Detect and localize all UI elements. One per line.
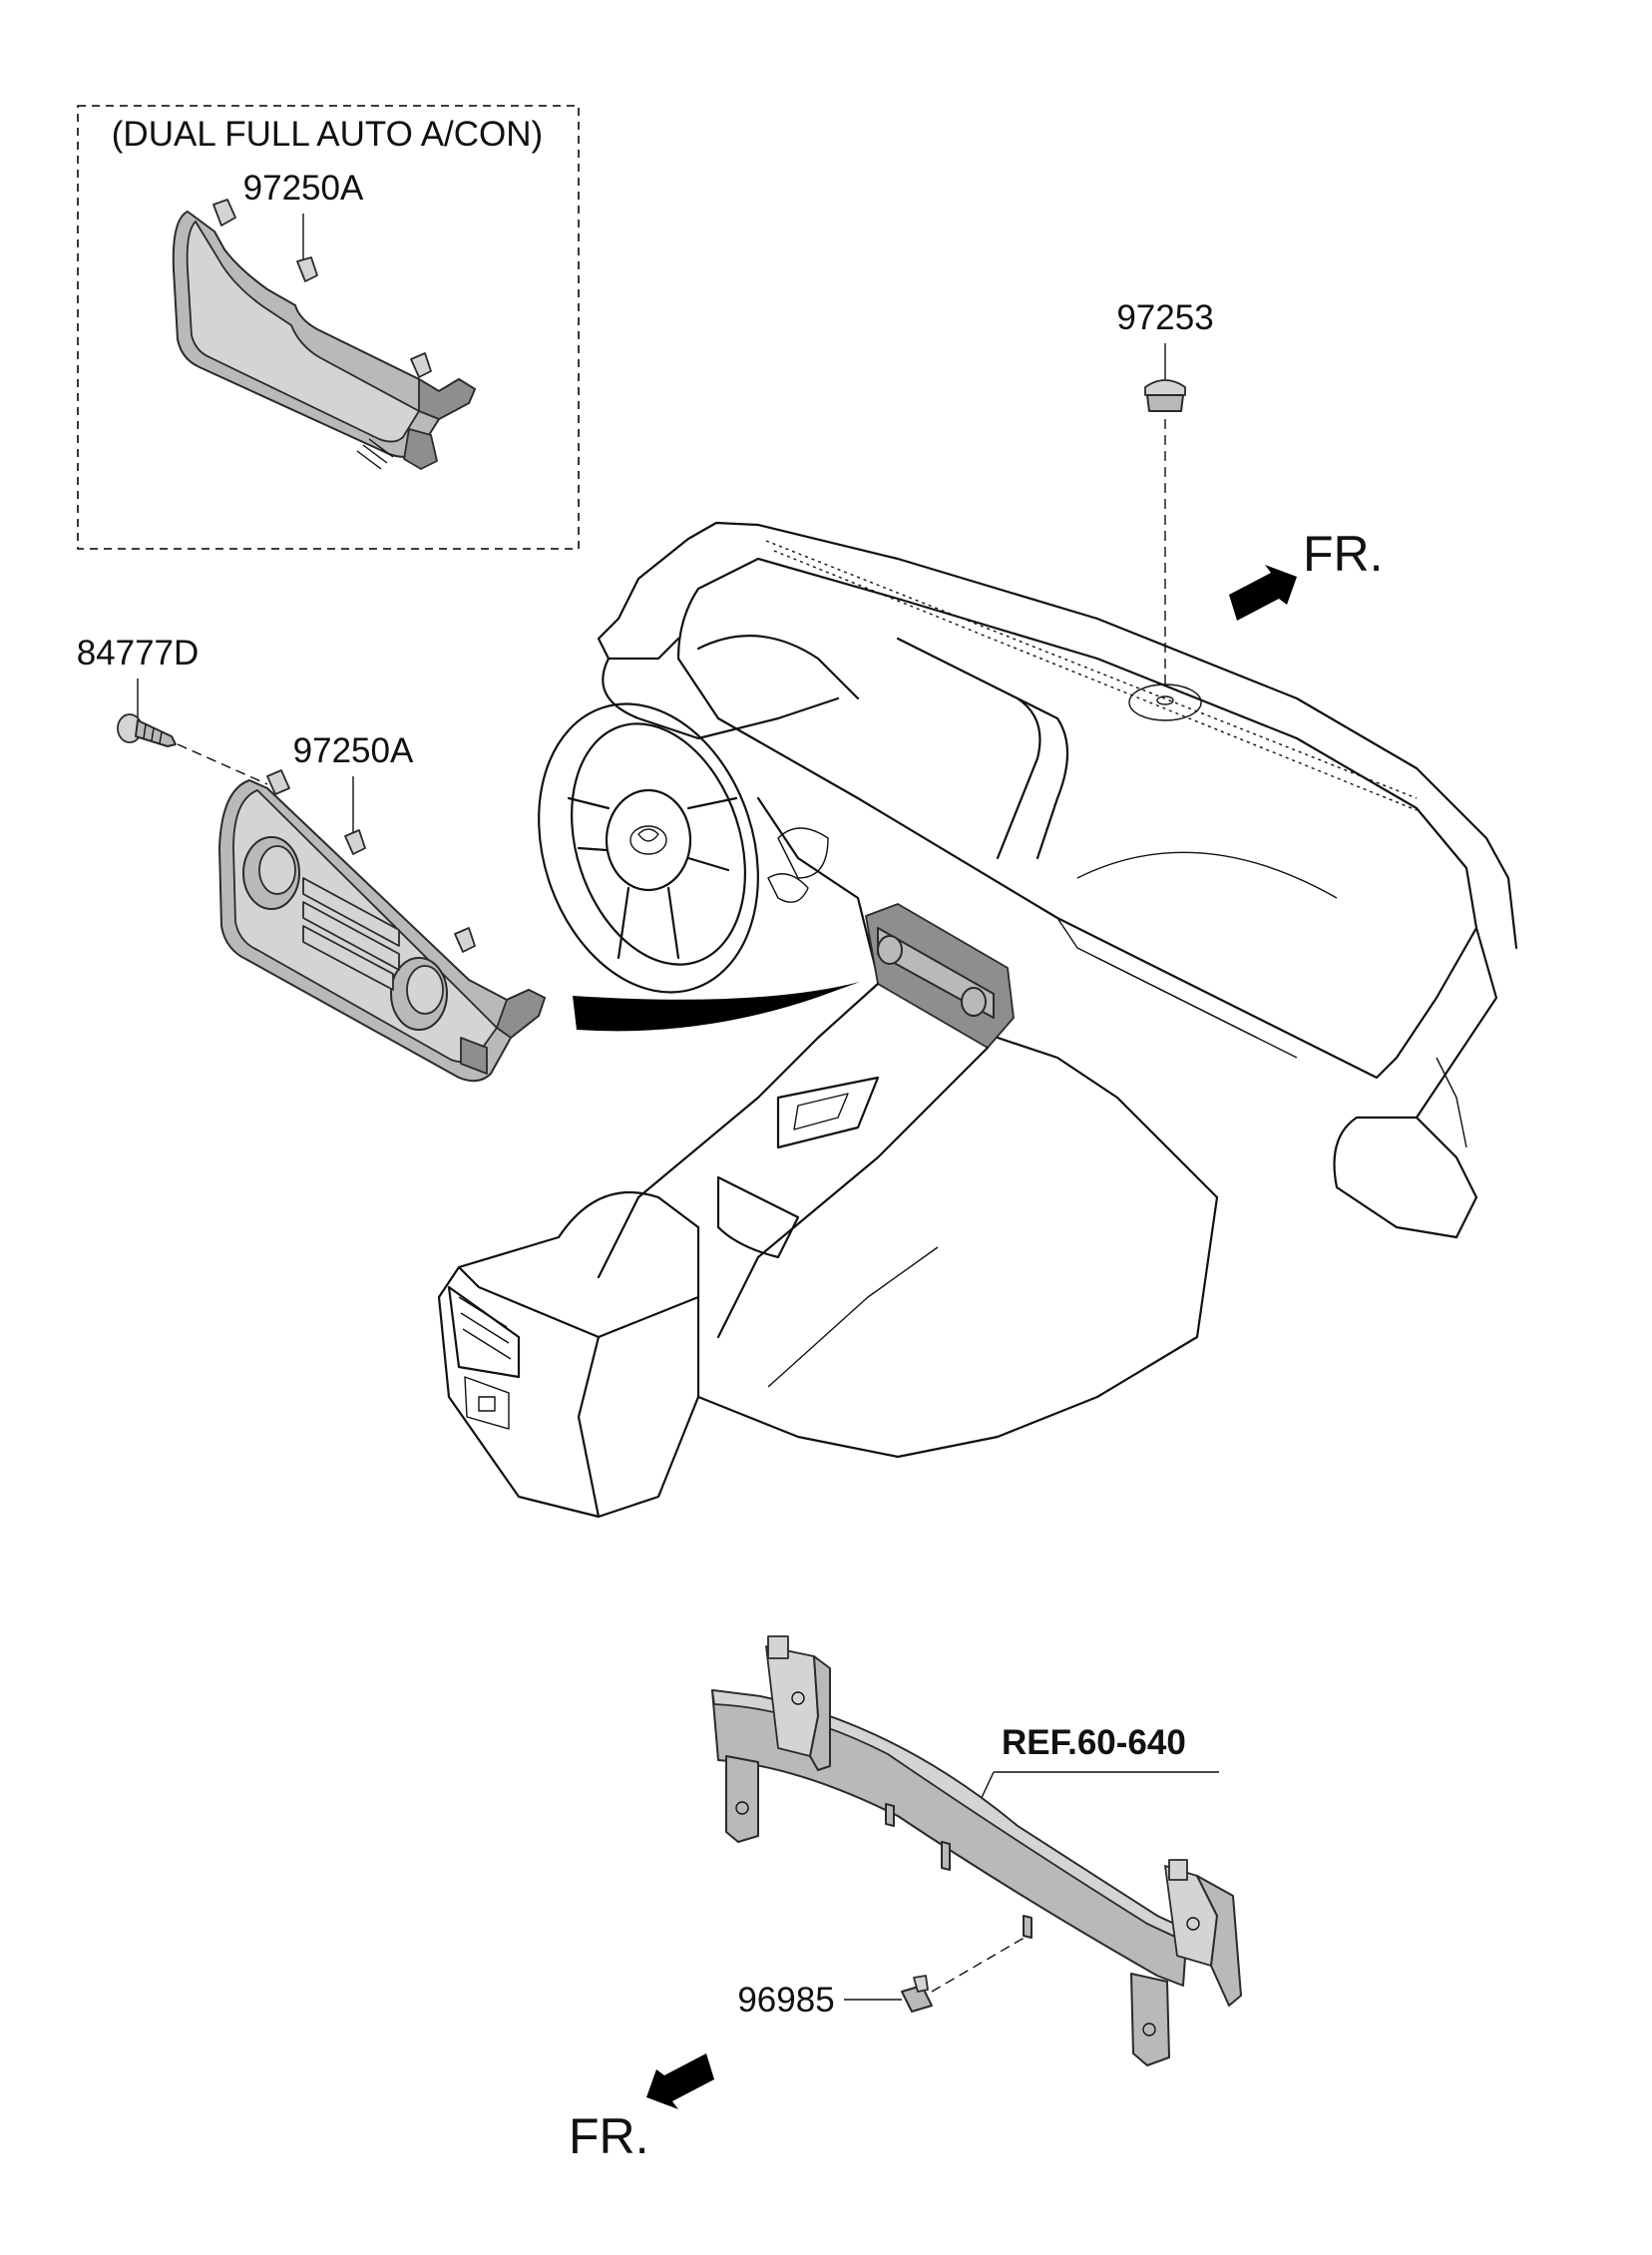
location-pointer bbox=[573, 982, 860, 1032]
direction-indicator-lower: FR. bbox=[569, 2053, 714, 2164]
front-arrow-lower-icon bbox=[646, 2053, 714, 2109]
rear-vent bbox=[447, 1285, 521, 1430]
direction-label-upper: FR. bbox=[1303, 526, 1384, 582]
direction-indicator-upper: FR. bbox=[1229, 526, 1384, 621]
screw-dash-line bbox=[177, 743, 268, 785]
variant-box: (DUAL FULL AUTO A/CON) 97250A bbox=[77, 105, 580, 550]
sensor-group: 97253 bbox=[1116, 298, 1214, 688]
clip-dash-line bbox=[931, 1935, 1029, 1993]
direction-label-lower: FR. bbox=[569, 2108, 649, 2164]
callout-sensor: 97253 bbox=[1116, 298, 1213, 337]
dashboard-illustration bbox=[437, 521, 1518, 1519]
callout-screw: 84777D bbox=[77, 634, 200, 673]
main-unit-group: 97250A bbox=[218, 731, 546, 1083]
screw-part bbox=[117, 713, 177, 747]
callout-reference: REF.60-640 bbox=[1002, 1723, 1186, 1762]
control-unit-dual-auto bbox=[172, 199, 476, 470]
variant-box-label: (DUAL FULL AUTO A/CON) bbox=[112, 115, 543, 154]
sensor-location bbox=[1128, 683, 1202, 721]
callout-upper-unit: 97250A bbox=[243, 169, 364, 208]
steering-wheel bbox=[538, 702, 759, 994]
front-arrow-icon bbox=[1229, 565, 1297, 621]
callout-main-unit: 97250A bbox=[293, 731, 414, 770]
sensor-part bbox=[1144, 379, 1186, 412]
crossbar-part bbox=[711, 1635, 1242, 2066]
installed-control-unit bbox=[865, 903, 1015, 1049]
screw-group: 84777D bbox=[77, 634, 268, 785]
callout-bracket-part: 96985 bbox=[737, 1981, 834, 2020]
clip-part bbox=[901, 1975, 933, 2013]
control-unit-standard bbox=[218, 769, 546, 1083]
bracket-group: REF.60-640 96985 bbox=[711, 1635, 1242, 2066]
